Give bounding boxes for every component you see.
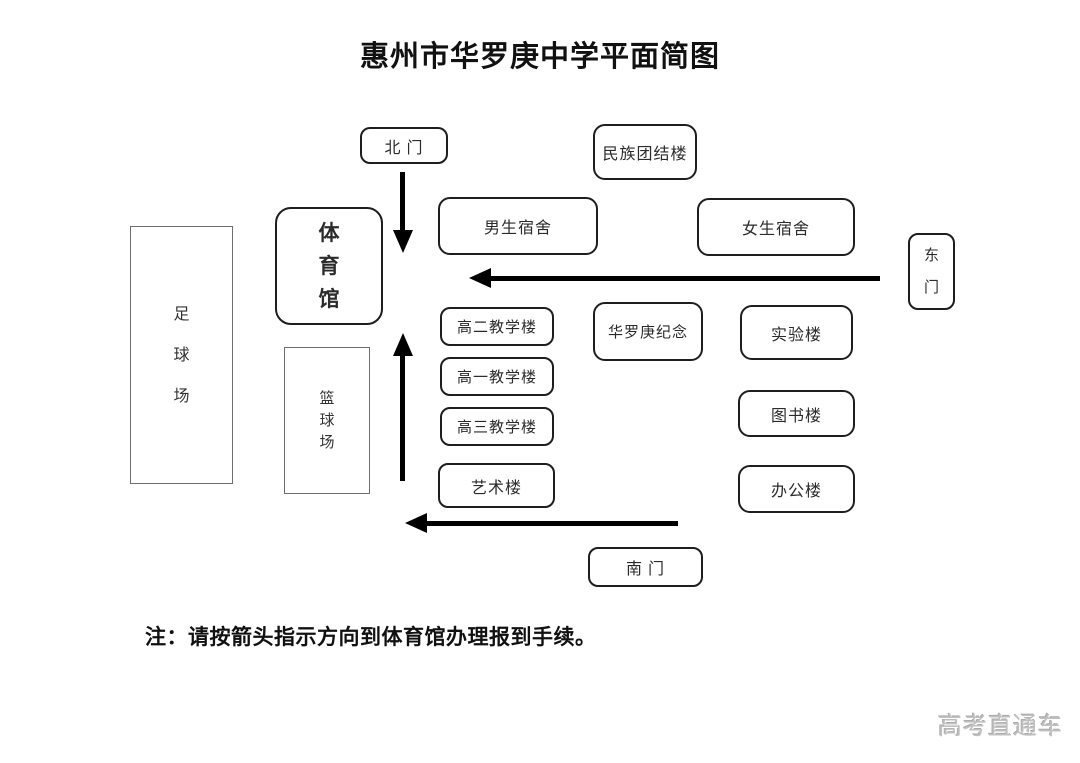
football-field-label: 足 球 场 [173,305,190,405]
box-boys-dormitory: 男生宿舍 [438,197,598,255]
arrow-left-shaft [426,521,678,526]
girls-dormitory-label: 女生宿舍 [741,221,810,238]
laboratory-building-label: 实验楼 [770,326,822,344]
arrow-up-head-icon [393,333,413,356]
box-east-gate: 东 门 [908,233,955,310]
art-building-label: 艺术楼 [470,479,522,497]
box-hualuogeng-memorial: 华罗庚纪念 [593,302,703,361]
box-ethnic-unity-building: 民族团结楼 [593,124,697,180]
arrow-left-head-icon [405,513,427,533]
instruction-note: 注：请按箭头指示方向到体育馆办理报到手续。 [145,625,597,649]
box-office-building: 办公楼 [738,465,855,513]
box-library-building: 图书楼 [738,390,855,437]
east-gate-label: 东 门 [923,247,939,296]
box-football-field: 足 球 场 [130,226,233,484]
box-north-gate: 北 门 [360,127,448,164]
watermark-text: 高考直通车 [938,713,1063,740]
box-grade2-teaching-building: 高二教学楼 [440,307,554,346]
arrow-left-shaft [490,276,880,281]
hualuogeng-memorial-label: 华罗庚纪念 [607,325,688,341]
arrow-down-shaft [400,172,405,232]
basketball-court-label: 篮 球 场 [319,390,335,451]
arrow-left-head-icon [469,268,491,288]
north-gate-label: 北 门 [384,139,424,157]
grade3-teaching-building-label: 高三教学楼 [456,420,537,436]
box-gymnasium: 体 育 馆 [275,207,383,325]
grade1-teaching-building-label: 高一教学楼 [456,370,537,386]
office-building-label: 办公楼 [770,483,822,500]
box-grade1-teaching-building: 高一教学楼 [440,357,554,396]
box-grade3-teaching-building: 高三教学楼 [440,407,554,446]
box-girls-dormitory: 女生宿舍 [697,198,855,256]
arrow-down-head-icon [393,230,413,253]
library-building-label: 图书楼 [770,407,822,425]
box-basketball-court: 篮 球 场 [284,347,370,494]
page-title: 惠州市华罗庚中学平面简图 [359,41,720,73]
ethnic-unity-building-label: 民族团结楼 [602,146,688,163]
box-laboratory-building: 实验楼 [740,305,853,360]
box-art-building: 艺术楼 [438,463,555,508]
boys-dormitory-label: 男生宿舍 [483,220,552,237]
grade2-teaching-building-label: 高二教学楼 [456,320,537,336]
south-gate-label: 南 门 [625,561,665,578]
arrow-up-shaft [400,355,405,481]
gymnasium-label: 体 育 馆 [318,220,340,311]
box-south-gate: 南 门 [588,547,703,587]
